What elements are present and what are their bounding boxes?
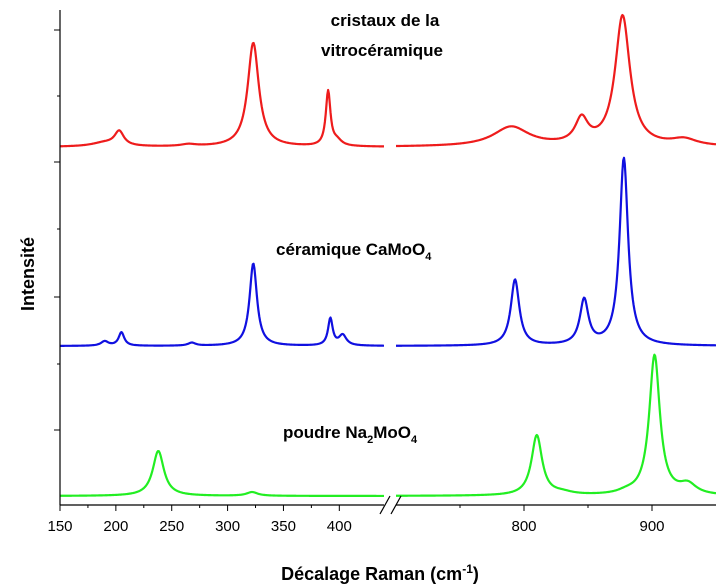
annotation-red-line2: vitrocéramique bbox=[321, 41, 443, 60]
annotation-blue: céramique CaMoO4 bbox=[276, 240, 432, 263]
x-tick-label-left-5: 400 bbox=[327, 518, 352, 535]
annotation-green-sub1: 2 bbox=[367, 434, 373, 446]
plot-series bbox=[59, 13, 716, 498]
annotation-green-mid: MoO bbox=[373, 423, 411, 442]
series-0-segment-0 bbox=[59, 41, 385, 148]
annotation-green-pre: poudre Na bbox=[283, 423, 368, 442]
axis-break-mark-1 bbox=[379, 495, 391, 515]
annotation-blue-sub: 4 bbox=[425, 251, 432, 263]
series-1 bbox=[59, 156, 716, 347]
x-tick-label-right-0: 800 bbox=[511, 518, 536, 535]
x-tick-label-right-1: 900 bbox=[639, 518, 664, 535]
x-tick-label-left-3: 300 bbox=[215, 518, 240, 535]
x-tick-label-left-1: 200 bbox=[103, 518, 128, 535]
x-tick-label-left-4: 350 bbox=[271, 518, 296, 535]
annotation-green-sub2: 4 bbox=[411, 434, 418, 446]
series-0 bbox=[59, 13, 716, 148]
axis-break-mark-2 bbox=[390, 495, 402, 515]
x-tick-label-left-2: 250 bbox=[159, 518, 184, 535]
series-2 bbox=[59, 353, 716, 498]
x-tick-label-left-0: 150 bbox=[47, 518, 72, 535]
x-axis-title-close: ) bbox=[473, 564, 479, 584]
axes: 150 200 250 300 350 400 800 900 bbox=[47, 10, 716, 535]
x-axis-title: Décalage Raman (cm-1) bbox=[281, 562, 479, 584]
annotation-red-line1: cristaux de la bbox=[331, 11, 440, 30]
series-1-segment-1 bbox=[395, 156, 716, 347]
x-axis-title-sup: -1 bbox=[462, 562, 473, 576]
series-2-segment-0 bbox=[59, 449, 385, 498]
series-1-segment-0 bbox=[59, 262, 385, 347]
series-2-segment-1 bbox=[395, 353, 716, 497]
y-axis-title: Intensité bbox=[18, 237, 38, 311]
series-0-segment-1 bbox=[395, 13, 716, 148]
annotation-blue-main: céramique CaMoO bbox=[276, 240, 425, 259]
annotation-green: poudre Na2MoO4 bbox=[283, 423, 418, 446]
x-axis-title-main: Décalage Raman (cm bbox=[281, 564, 462, 584]
